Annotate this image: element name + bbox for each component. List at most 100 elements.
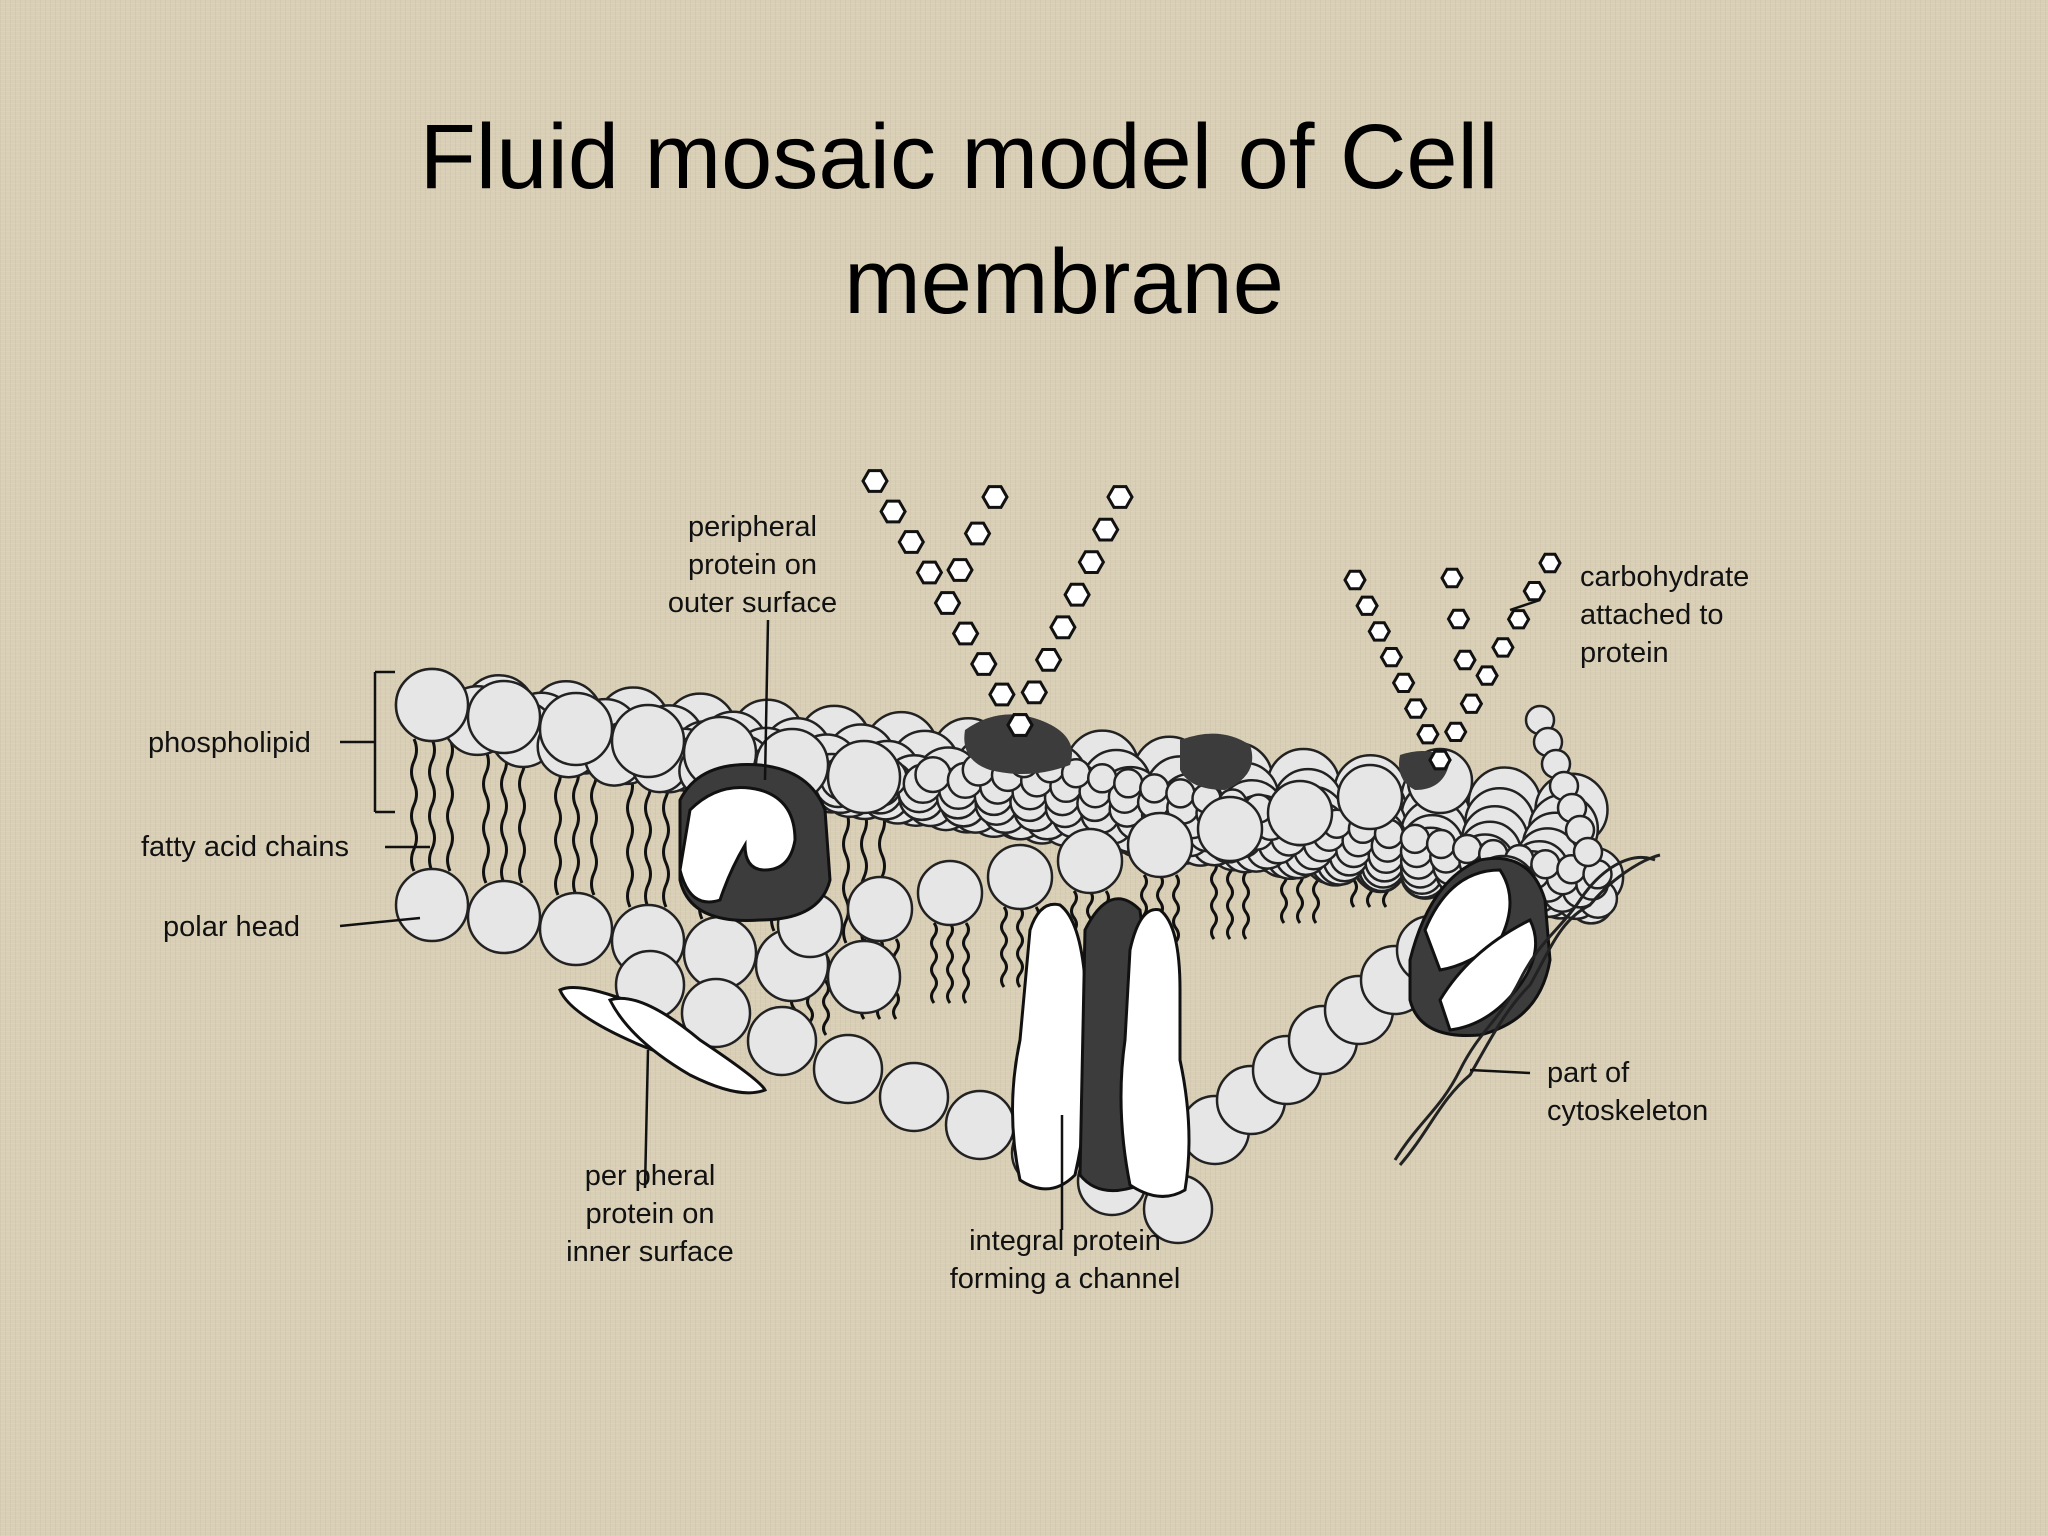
sugar-unit [1475,665,1499,686]
phospholipid-head [746,1005,818,1077]
sugar-unit [1443,721,1468,742]
phospholipid-head [466,879,542,955]
sugar-unit [1020,680,1049,705]
fatty-acid-tail [1226,858,1234,940]
fatty-acid-tail [446,738,454,872]
sugar-unit [1446,608,1471,630]
phospholipid-head [878,1061,950,1133]
phospholipid-head [466,679,542,755]
sugar-unit [1403,698,1428,719]
sugar-unit [1459,693,1484,714]
sugar-unit [1367,621,1392,642]
label-polar-head: polar head [163,911,301,943]
sugar-unit [988,682,1016,707]
phospholipid-head [1113,768,1144,799]
sugar-unit [1063,582,1091,607]
sugar-unit [1522,581,1547,602]
sugar-unit [1034,648,1063,672]
phospholipid-head [1399,823,1431,855]
phospholipid-head [1126,811,1194,879]
phospholipid-head [1572,836,1604,868]
phospholipid-head [538,891,614,967]
phospholipid-head [1425,828,1457,860]
surface-protein-patch-2 [1180,733,1253,790]
sugar-unit [1538,552,1562,574]
label-peripheral-protein-inner: per pheral protein on inner surface [566,1160,734,1268]
phospholipid-head [610,703,686,779]
phospholipid-head [1266,779,1334,847]
sugar-unit [915,560,944,585]
sugar-unit [1506,609,1531,630]
phospholipid-head [826,939,902,1015]
phospholipid-head [394,667,470,743]
sugar-unit [970,652,998,676]
sugar-unit [879,499,907,524]
fatty-acid-tail [554,762,562,896]
phospholipid-head [846,875,914,943]
label-carbohydrate: carbohydrate attached to protein [1580,561,1750,669]
peripheral-protein-outer [678,762,832,922]
sugar-unit [1453,649,1477,671]
sugar-unit [1049,615,1077,640]
sugar-unit [1006,713,1034,737]
phospholipid-head [1196,795,1264,863]
slide-title: Fluid mosaic model of Cell membrane [0,95,2048,345]
phospholipid-head [916,859,984,927]
carbohydrate-chains [861,469,1562,771]
phospholipid-head [1086,763,1118,794]
fatty-acid-tail [644,774,652,908]
sugar-unit [933,591,962,615]
sugar-unit [1379,647,1404,668]
fatty-acid-tail [1210,858,1218,940]
fatty-acid-tail [1016,906,1024,988]
phospholipid-head [1139,773,1170,804]
sugar-unit [1355,595,1379,616]
fatty-acid-tail [572,762,580,896]
phospholipid-head [986,843,1054,911]
fatty-acid-tail [962,922,970,1004]
phospholipid-head [1451,833,1483,865]
sugar-unit [1391,672,1416,693]
phospholipid-head [944,1089,1016,1161]
peripheral-protein-inner [558,986,768,1095]
phospholipid-head [680,977,752,1049]
label-integral-protein: integral protein forming a channel [949,1225,1181,1295]
label-fatty-acid-chains: fatty acid chains [141,831,349,863]
sugar-unit [946,558,974,582]
sugar-unit [1077,550,1106,574]
phospholipid-head [1336,763,1404,831]
fatty-acid-tail [1000,906,1008,988]
fatty-acid-tail [518,750,526,884]
sugar-unit [1416,724,1440,745]
phospholipid-head [1056,827,1124,895]
sugar-unit [981,485,1009,509]
label-phospholipid: phospholipid [148,727,311,759]
label-peripheral-protein-outer: peripheral protein on outer surface [667,511,838,619]
fatty-acid-tail [842,810,850,944]
phospholipid-head [812,1033,884,1105]
sugar-unit [951,621,980,646]
phospholipid-head [1165,778,1196,809]
integral-channel-protein [1011,897,1191,1198]
phospholipid-head [1530,848,1561,880]
cytoskeleton-fiber [1393,853,1661,1166]
title-line-1: Fluid mosaic model of Cell [419,106,1499,208]
label-cytoskeleton: part of cytoskeleton [1547,1057,1709,1127]
sugar-unit [1106,485,1134,509]
fatty-acid-tail [500,750,508,884]
sugar-unit [1491,637,1515,658]
sugar-unit [1343,569,1367,591]
surface-protein-patch-1 [964,714,1072,774]
fatty-acid-tail [930,922,938,1004]
fatty-acid-tail [482,750,490,884]
phospholipid-head [826,739,902,815]
fatty-acid-tail [590,762,598,896]
fatty-acid-tail [946,922,954,1004]
sugar-unit [1428,749,1452,771]
sugar-unit [963,521,992,546]
sugar-unit [1440,567,1464,589]
phospholipid-head [538,691,614,767]
fatty-acid-tail [428,738,436,872]
fatty-acid-tail [410,738,418,872]
